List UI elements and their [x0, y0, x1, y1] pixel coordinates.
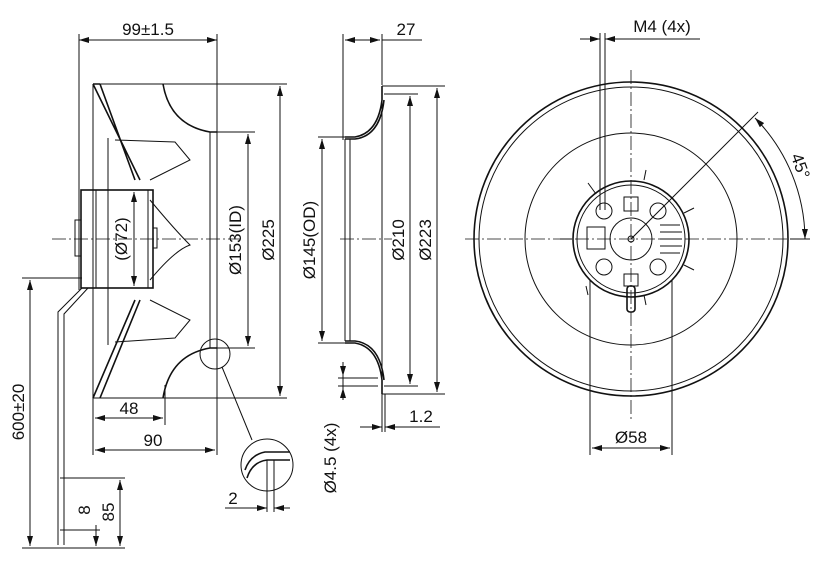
dim-thread: M4 (4x) — [633, 17, 691, 36]
dim-bolt-circle: Ø58 — [615, 428, 647, 447]
dim-wall-thickness: 2 — [228, 489, 237, 508]
front-view: M4 (4x) 45° Ø58 — [465, 17, 813, 455]
dim-flange-thickness: 1.2 — [409, 407, 433, 426]
dim-impeller-diameter: Ø225 — [259, 219, 278, 261]
dim-cable-strip-short: 8 — [75, 505, 94, 514]
dim-mount-depth: 90 — [144, 431, 163, 450]
side-view: 99±1.5 (Ø72) Ø153(ID) Ø225 600±20 48 90 … — [9, 20, 294, 549]
dim-ring-223: Ø223 — [416, 219, 435, 261]
dim-blade-depth: 48 — [120, 399, 139, 418]
dim-overall-length: 99±1.5 — [122, 20, 174, 39]
dim-inlet-id: Ø153(ID) — [226, 205, 245, 275]
dim-hole-diameter: Ø4.5 (4x) — [321, 423, 340, 494]
mounting-holes — [595, 202, 667, 276]
dim-ring-depth: 27 — [397, 20, 416, 39]
dim-angle: 45° — [787, 151, 814, 182]
dim-cable-length: 600±20 — [9, 384, 28, 441]
inlet-ring-view: 27 Ø145(OD) Ø210 Ø223 Ø4.5 (4x) 1.2 — [300, 20, 445, 493]
dim-ring-od: Ø145(OD) — [300, 201, 319, 279]
dim-cable-strip-long: 85 — [99, 503, 118, 522]
dim-ring-210: Ø210 — [389, 219, 408, 261]
dim-motor-diameter: (Ø72) — [112, 217, 131, 260]
